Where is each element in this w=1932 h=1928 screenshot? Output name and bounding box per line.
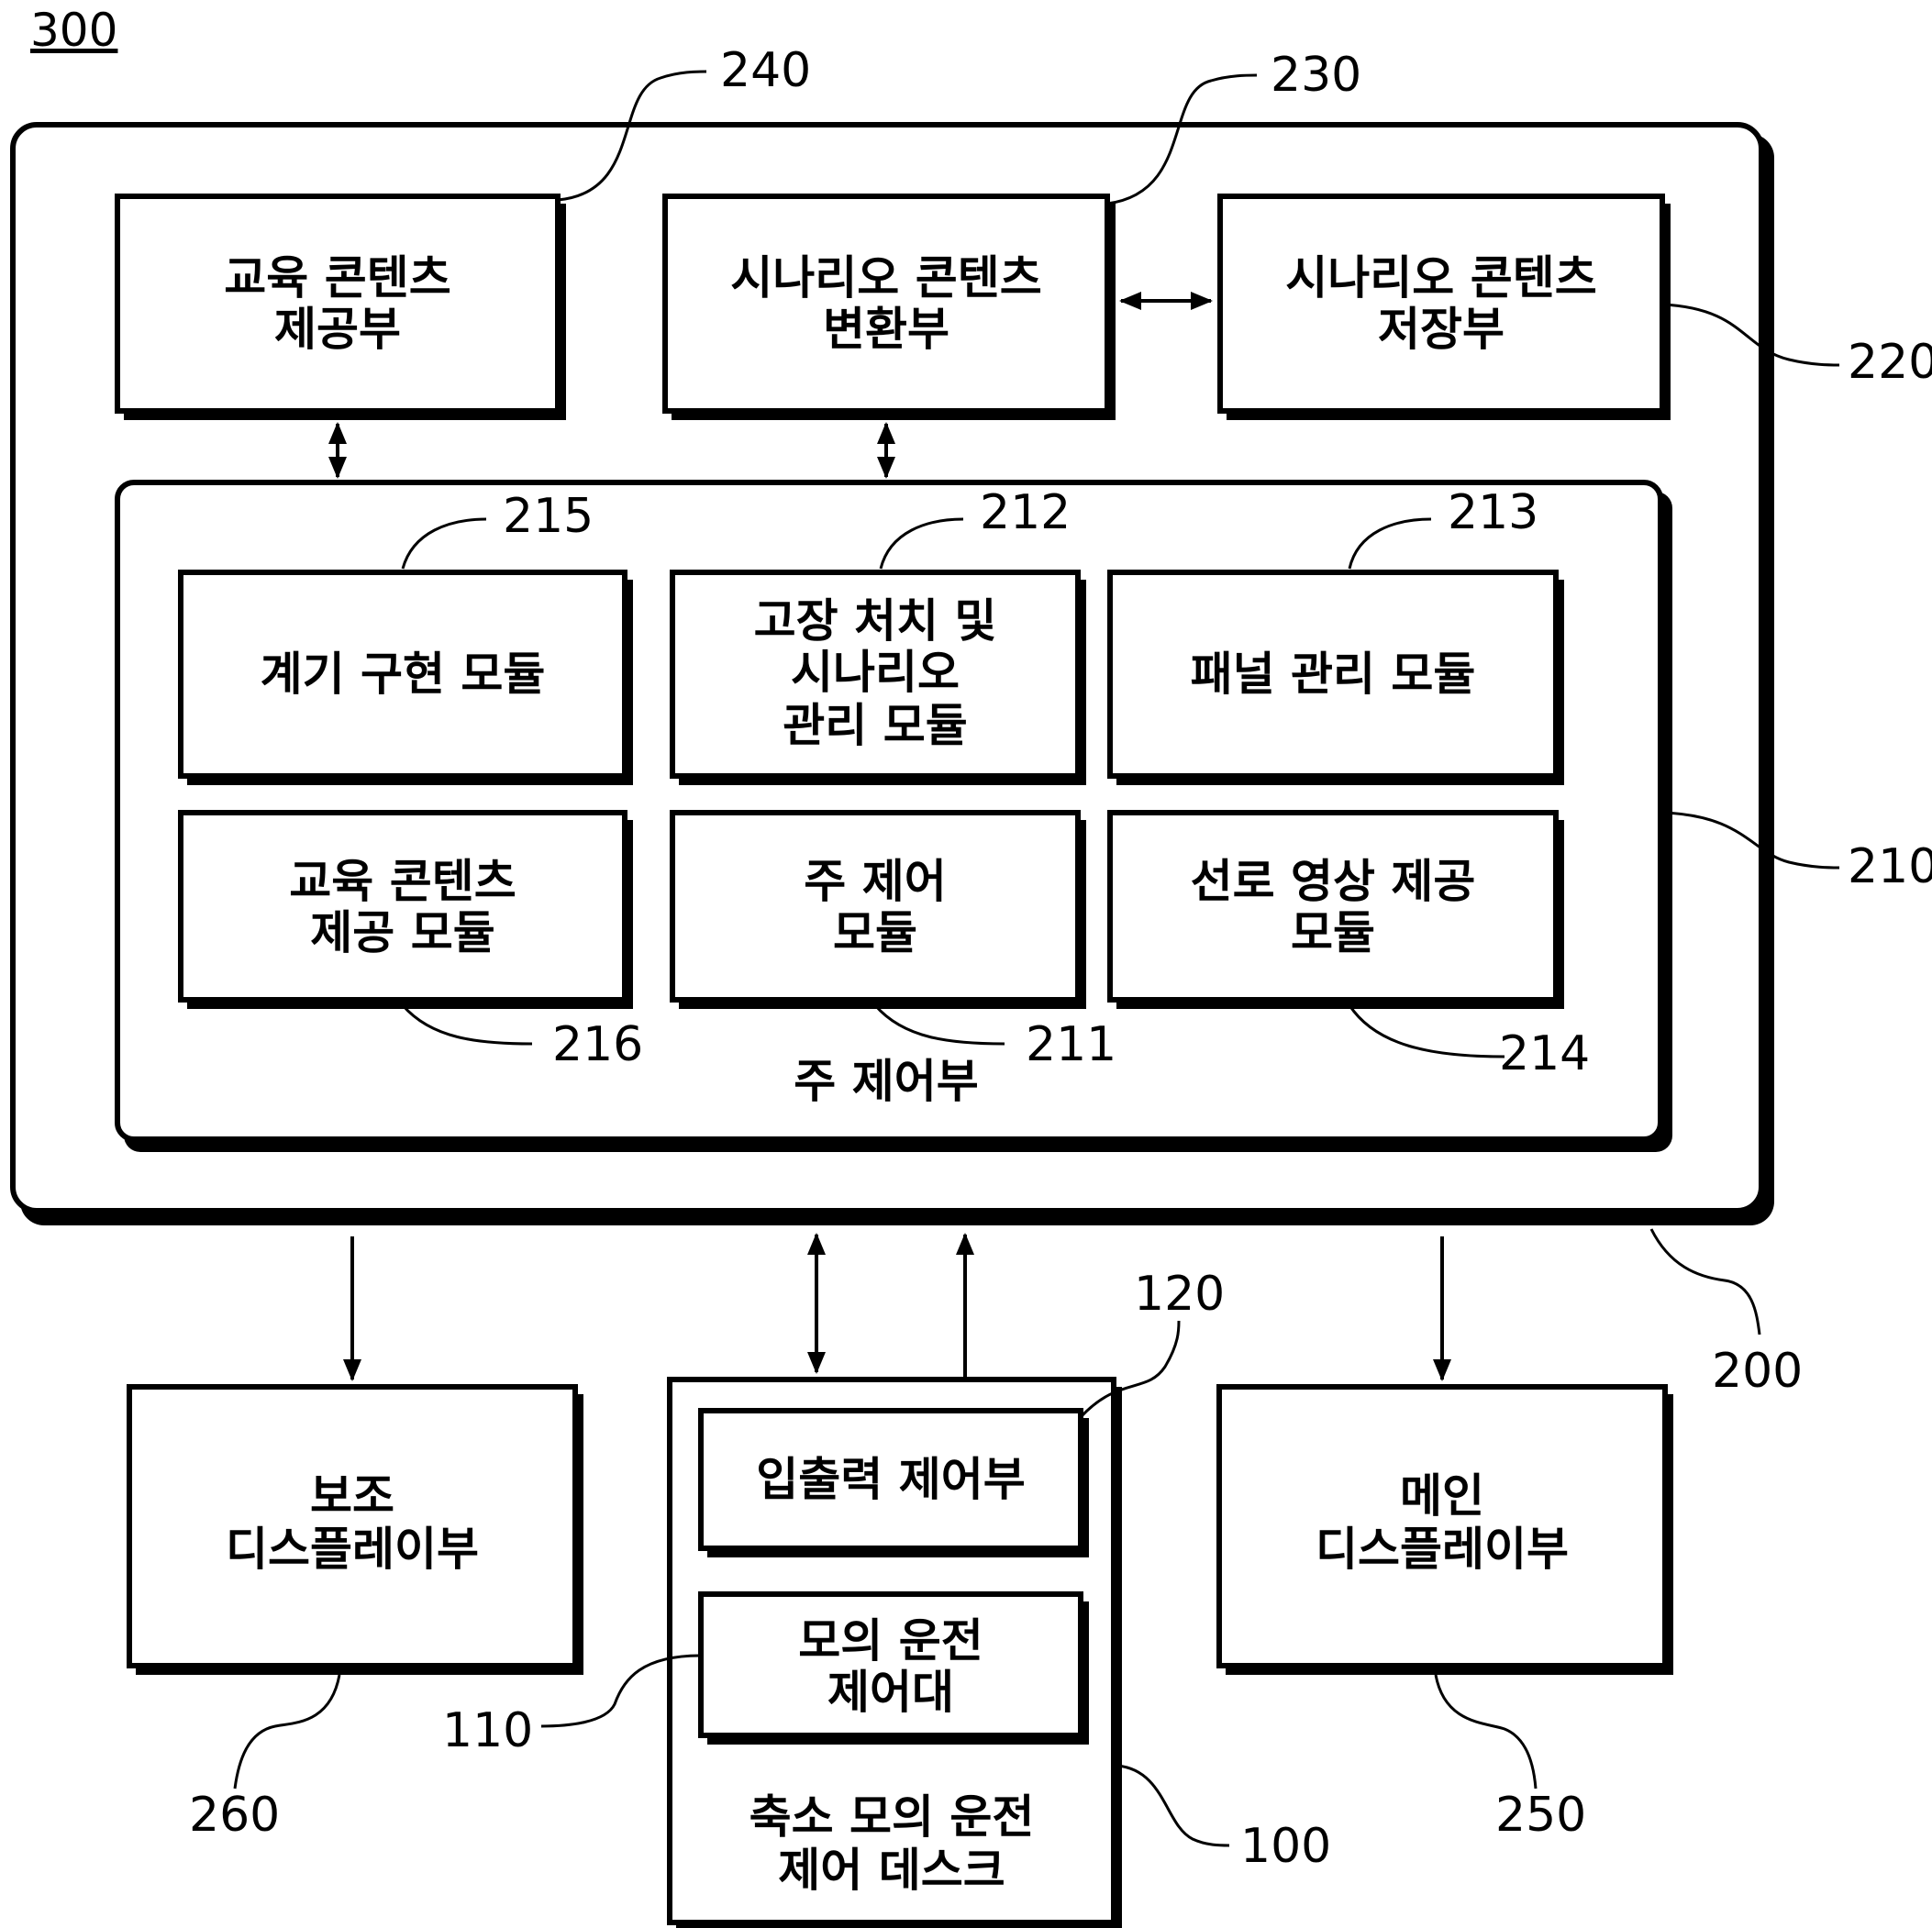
main-module-block: 주 제어 모듈 — [670, 810, 1086, 1009]
main-display-line2: 디스플레이부 — [1316, 1523, 1569, 1576]
main-module-line2: 모듈 — [833, 906, 917, 959]
ref-260: 260 — [189, 1788, 280, 1843]
main-display-block: 메인 디스플레이부 — [1216, 1384, 1673, 1675]
gauge-module-label: 계기 구현 모듈 — [261, 648, 546, 701]
fault-module-block: 고장 처치 및 시나리오 관리 모듈 — [670, 570, 1086, 785]
leader-260 — [233, 1674, 341, 1789]
fault-module-line2: 시나리오 — [791, 646, 960, 699]
leader-213 — [1348, 517, 1432, 570]
io-control-block: 입출력 제어부 — [698, 1408, 1089, 1557]
leader-212 — [879, 517, 964, 570]
figure-ref: 300 — [30, 4, 117, 57]
fault-module-line1: 고장 처치 및 — [754, 594, 997, 648]
scenario-convert-line1: 시나리오 콘텐츠 — [730, 251, 1041, 305]
ref-200: 200 — [1712, 1344, 1803, 1399]
desk-line1: 축소 모의 운전 — [749, 1790, 1035, 1844]
ref-110: 110 — [442, 1703, 533, 1758]
leader-214 — [1348, 1004, 1505, 1058]
scenario-store-line2: 저장부 — [1378, 303, 1505, 356]
ref-120: 120 — [1134, 1267, 1225, 1322]
ref-210: 210 — [1848, 839, 1932, 894]
ref-230: 230 — [1271, 48, 1361, 103]
edu-content-line2: 제공부 — [274, 303, 401, 356]
ref-211: 211 — [1026, 1017, 1116, 1072]
ref-220: 220 — [1848, 335, 1932, 390]
ref-212: 212 — [980, 485, 1071, 540]
ref-215: 215 — [503, 489, 594, 544]
edu-content-line1: 교육 콘텐츠 — [224, 251, 450, 305]
scenario-convert-line2: 변환부 — [823, 303, 949, 356]
scenario-store-line1: 시나리오 콘텐츠 — [1285, 251, 1596, 305]
main-control-label: 주 제어부 — [794, 1055, 978, 1108]
ref-214: 214 — [1499, 1026, 1590, 1081]
main-module-line1: 주 제어 — [804, 855, 946, 908]
leader-210 — [1660, 811, 1840, 870]
aux-display-block: 보조 디스플레이부 — [127, 1384, 583, 1675]
ref-213: 213 — [1448, 485, 1538, 540]
fault-module-line3: 관리 모듈 — [783, 699, 967, 752]
panel-module-label: 패널 관리 모듈 — [1191, 648, 1476, 701]
panel-module-block: 패널 관리 모듈 — [1107, 570, 1564, 785]
leader-211 — [873, 1004, 1005, 1046]
scenario-store-block: 시나리오 콘텐츠 저장부 — [1217, 194, 1671, 420]
desk-line2: 제어 데스크 — [778, 1844, 1005, 1897]
edu-module-line2: 제공 모듈 — [310, 906, 494, 959]
edu-module-block: 교육 콘텐츠 제공 모듈 — [178, 810, 633, 1009]
track-module-line2: 모듈 — [1291, 906, 1375, 959]
gauge-module-block: 계기 구현 모듈 — [178, 570, 633, 785]
drive-console-line1: 모의 운전 — [798, 1614, 983, 1668]
aux-display-line2: 디스플레이부 — [226, 1523, 479, 1576]
leader-216 — [401, 1004, 533, 1046]
leader-215 — [401, 517, 487, 570]
leader-230 — [1106, 73, 1258, 205]
drive-console-line2: 제어대 — [827, 1666, 954, 1719]
ref-216: 216 — [552, 1017, 643, 1072]
leader-110 — [540, 1654, 702, 1728]
ref-240: 240 — [720, 43, 811, 98]
ref-100: 100 — [1240, 1819, 1331, 1874]
leader-200 — [1649, 1228, 1761, 1335]
io-control-label: 입출력 제어부 — [756, 1453, 1025, 1506]
track-module-line1: 선로 영상 제공 — [1191, 855, 1476, 908]
track-module-block: 선로 영상 제공 모듈 — [1107, 810, 1564, 1009]
ref-250: 250 — [1495, 1788, 1586, 1843]
leader-100 — [1116, 1764, 1230, 1847]
drive-console-block: 모의 운전 제어대 — [698, 1591, 1089, 1745]
edu-module-line1: 교육 콘텐츠 — [289, 855, 516, 908]
leader-220 — [1661, 303, 1840, 367]
main-display-line1: 메인 — [1400, 1469, 1484, 1523]
leader-240 — [557, 70, 707, 202]
leader-250 — [1434, 1674, 1538, 1789]
scenario-convert-block: 시나리오 콘텐츠 변환부 — [662, 194, 1116, 420]
edu-content-block: 교육 콘텐츠 제공부 — [115, 194, 566, 420]
leader-120 — [1079, 1320, 1181, 1419]
aux-display-line1: 보조 — [310, 1469, 394, 1523]
